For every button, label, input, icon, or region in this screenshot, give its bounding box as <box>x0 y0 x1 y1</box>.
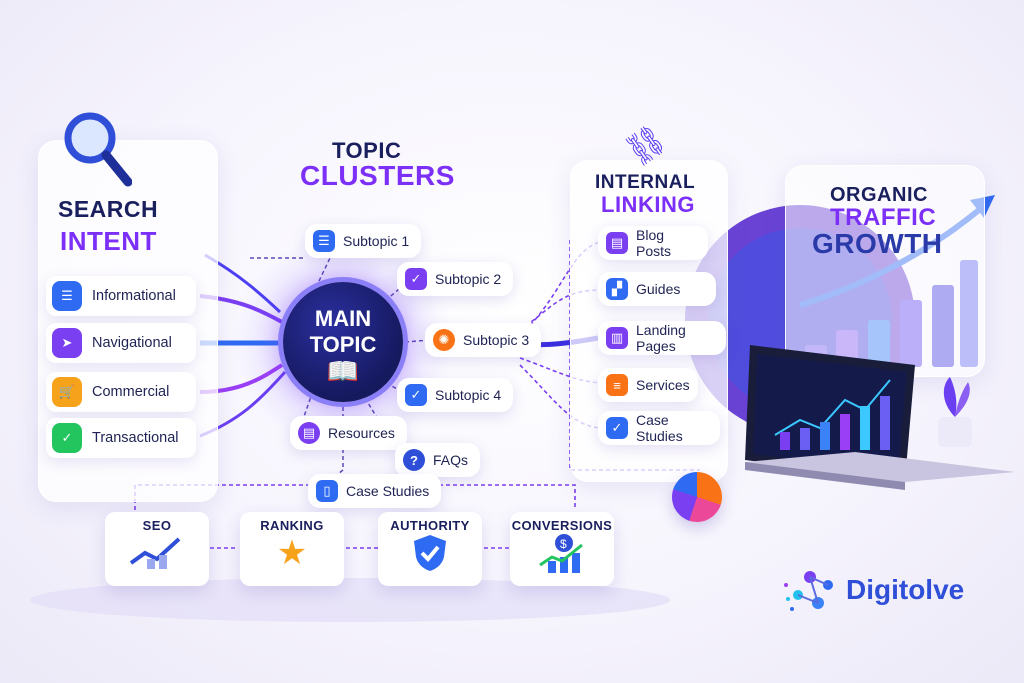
intent-transactional[interactable]: ✓ Transactional <box>46 418 196 458</box>
metric-ranking[interactable]: RANKING ★ <box>240 512 344 586</box>
metric-label: SEO <box>142 518 172 533</box>
clipboard-icon: ▥ <box>606 327 628 349</box>
organic-title-line2: TRAFFIC <box>830 204 937 231</box>
question-icon: ? <box>403 449 425 471</box>
case-studies-label: Case Studies <box>346 483 430 499</box>
main-topic-line1: MAIN <box>314 306 372 331</box>
link-label: Services <box>636 377 690 393</box>
internal-linking-title-line2: LINKING <box>601 192 695 217</box>
subtopic-label: Subtopic 4 <box>435 387 502 403</box>
magnifier-icon <box>62 110 133 187</box>
checkmark-icon: ✓ <box>52 423 82 453</box>
search-intent-title-line2: INTENT <box>60 226 157 256</box>
intent-label: Navigational <box>92 335 172 351</box>
shopping-cart-icon: 🛒 <box>52 377 82 407</box>
organic-title-line1: ORGANIC <box>830 184 928 206</box>
intent-label: Informational <box>92 288 176 304</box>
subtopic-3[interactable]: ✺ Subtopic 3 <box>425 323 542 357</box>
resources-node[interactable]: ▤ Resources <box>290 416 407 450</box>
cart-icon: ✓ <box>405 384 427 406</box>
brand-name: Digitolve <box>846 574 965 605</box>
network-logo-icon <box>784 571 833 611</box>
metric-label: AUTHORITY <box>390 518 470 533</box>
document-icon: ☰ <box>52 281 82 311</box>
faqs-label: FAQs <box>433 452 469 468</box>
metric-authority[interactable]: AUTHORITY <box>378 512 482 586</box>
link-case-studies[interactable]: ✓ Case Studies <box>598 411 720 445</box>
document-icon: ☰ <box>313 230 335 252</box>
navigation-arrow-icon: ➤ <box>52 328 82 358</box>
link-label: Blog Posts <box>636 227 672 259</box>
case-studies-node[interactable]: ▯ Case Studies <box>308 474 442 508</box>
subtopic-label: Subtopic 3 <box>463 332 530 348</box>
pie-chart-icon <box>672 472 722 522</box>
star-icon: ★ <box>276 534 308 572</box>
internal-linking-title-line1: INTERNAL <box>595 172 696 193</box>
intent-informational[interactable]: ☰ Informational <box>46 276 196 316</box>
link-blog-posts[interactable]: ▤ Blog Posts <box>598 226 708 260</box>
blog-icon: ▤ <box>606 232 628 254</box>
document-icon: ▯ <box>316 480 338 502</box>
subtopic-1[interactable]: ☰ Subtopic 1 <box>305 224 422 258</box>
metric-conversions[interactable]: CONVERSIONS $ <box>510 512 614 586</box>
intent-label: Commercial <box>92 384 170 400</box>
subtopic-label: Subtopic 1 <box>343 233 410 249</box>
link-label: Landing Pages <box>636 322 686 354</box>
trend-line-icon <box>105 533 209 574</box>
organic-growth-panel <box>785 165 985 377</box>
dollar-growth-icon: $ <box>510 533 614 578</box>
link-label: Case Studies <box>636 412 683 444</box>
gear-icon: ✺ <box>433 329 455 351</box>
svg-text:$: $ <box>560 537 567 551</box>
cart-icon: ✓ <box>405 268 427 290</box>
resources-label: Resources <box>328 425 395 441</box>
folder-icon: ▤ <box>298 422 320 444</box>
link-services[interactable]: ≡ Services <box>598 368 698 402</box>
brand-logo: Digitolve <box>780 565 964 615</box>
link-guides[interactable]: ▞ Guides <box>598 272 716 306</box>
subtopic-2[interactable]: ✓ Subtopic 2 <box>397 262 514 296</box>
open-book-icon: 📖 <box>326 356 360 386</box>
shield-check-icon <box>378 533 482 578</box>
subtopic-4[interactable]: ✓ Subtopic 4 <box>397 378 514 412</box>
topic-clusters-title-line2: CLUSTERS <box>300 160 455 191</box>
main-topic-node[interactable]: MAIN TOPIC 📖 <box>283 282 403 402</box>
shield-check-icon: ✓ <box>606 417 628 439</box>
link-landing-pages[interactable]: ▥ Landing Pages <box>598 321 726 355</box>
laptop-illustration <box>745 340 1015 510</box>
subtopic-label: Subtopic 2 <box>435 271 502 287</box>
metric-label: RANKING <box>260 518 324 533</box>
intent-label: Transactional <box>92 430 179 446</box>
guide-icon: ▞ <box>606 278 628 300</box>
organic-title-line3: GROWTH <box>812 228 943 259</box>
search-intent-title-line1: SEARCH <box>58 196 159 222</box>
topic-clusters-title-line1: TOPIC <box>332 138 402 163</box>
main-topic-line2: TOPIC <box>309 332 377 357</box>
plant-icon <box>930 372 980 452</box>
link-label: Guides <box>636 281 681 297</box>
metric-label: CONVERSIONS <box>511 518 613 533</box>
intent-navigational[interactable]: ➤ Navigational <box>46 323 196 363</box>
services-icon: ≡ <box>606 374 628 396</box>
intent-commercial[interactable]: 🛒 Commercial <box>46 372 196 412</box>
metric-seo[interactable]: SEO <box>105 512 209 586</box>
faqs-node[interactable]: ? FAQs <box>395 443 481 477</box>
